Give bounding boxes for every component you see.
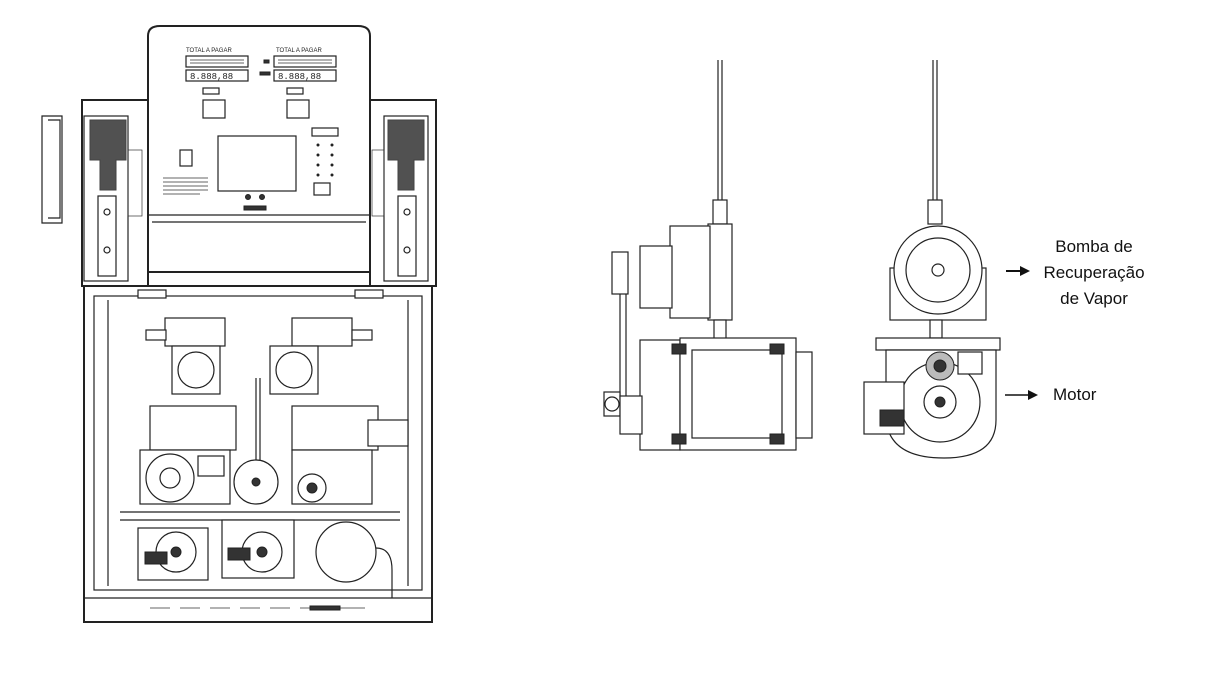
hydraulic-cabinet [83, 285, 433, 623]
vapor-pump-label-line1: Bomba de [1055, 237, 1133, 256]
motor [863, 349, 997, 459]
vapor-pump-arrow [1006, 266, 1030, 276]
amount-right: 8.888,88 [278, 72, 321, 82]
fuel-dispenser-drawing: TOTAL A PAGAR TOTAL A PAGAR 8.888,88 8.8… [41, 25, 437, 623]
vapor-pump-label-line2: Recuperação [1043, 263, 1145, 282]
left-nozzle-holster [41, 99, 149, 287]
keypad [311, 127, 339, 196]
side-view-drawing [603, 60, 813, 451]
amount-left: 8.888,88 [190, 72, 233, 82]
front-view-drawing [863, 60, 1038, 459]
panel-header-left: TOTAL A PAGAR [186, 48, 232, 54]
panel-header-right: TOTAL A PAGAR [276, 48, 322, 54]
display-head: TOTAL A PAGAR TOTAL A PAGAR 8.888,88 8.8… [147, 25, 371, 273]
right-nozzle-holster [369, 99, 437, 287]
motor-arrow [1005, 390, 1038, 400]
motor-label: Motor [1053, 385, 1097, 404]
vapor-pump-label: Bomba de Recuperação de Vapor [1034, 234, 1154, 312]
vapor-recovery-pump [889, 225, 987, 321]
vapor-pump-label-line3: de Vapor [1060, 289, 1128, 308]
